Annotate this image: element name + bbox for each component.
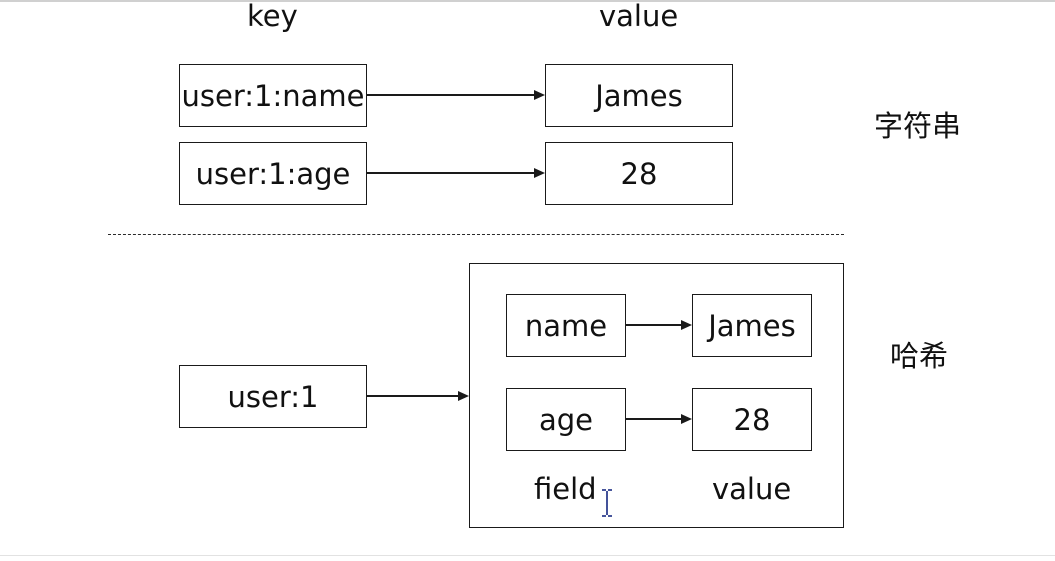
string-value-box: 28 xyxy=(545,142,733,205)
string-arrow xyxy=(367,168,545,178)
hash-field-box: name xyxy=(506,294,626,357)
string-key-box: user:1:name xyxy=(179,64,367,127)
string-type-label: 字符串 xyxy=(874,109,962,143)
hash-container xyxy=(469,263,844,528)
key-header: key xyxy=(247,0,298,33)
string-arrow xyxy=(367,90,545,100)
field-header: field xyxy=(534,472,597,506)
hash-value-header: value xyxy=(712,472,792,506)
hash-value-box: James xyxy=(692,294,812,357)
field-arrow xyxy=(626,414,692,424)
hash-key-box: user:1 xyxy=(179,365,367,428)
text-cursor-icon xyxy=(602,489,612,517)
value-header: value xyxy=(599,0,679,33)
hash-type-label: 哈希 xyxy=(890,339,949,373)
hash-arrow xyxy=(367,391,469,401)
string-value-box: James xyxy=(545,64,733,127)
hash-field-box: age xyxy=(506,388,626,451)
hash-value-box: 28 xyxy=(692,388,812,451)
field-arrow xyxy=(626,320,692,330)
string-key-box: user:1:age xyxy=(179,142,367,205)
section-divider xyxy=(108,234,844,235)
top-border xyxy=(0,0,1055,2)
bottom-border xyxy=(0,555,1055,556)
